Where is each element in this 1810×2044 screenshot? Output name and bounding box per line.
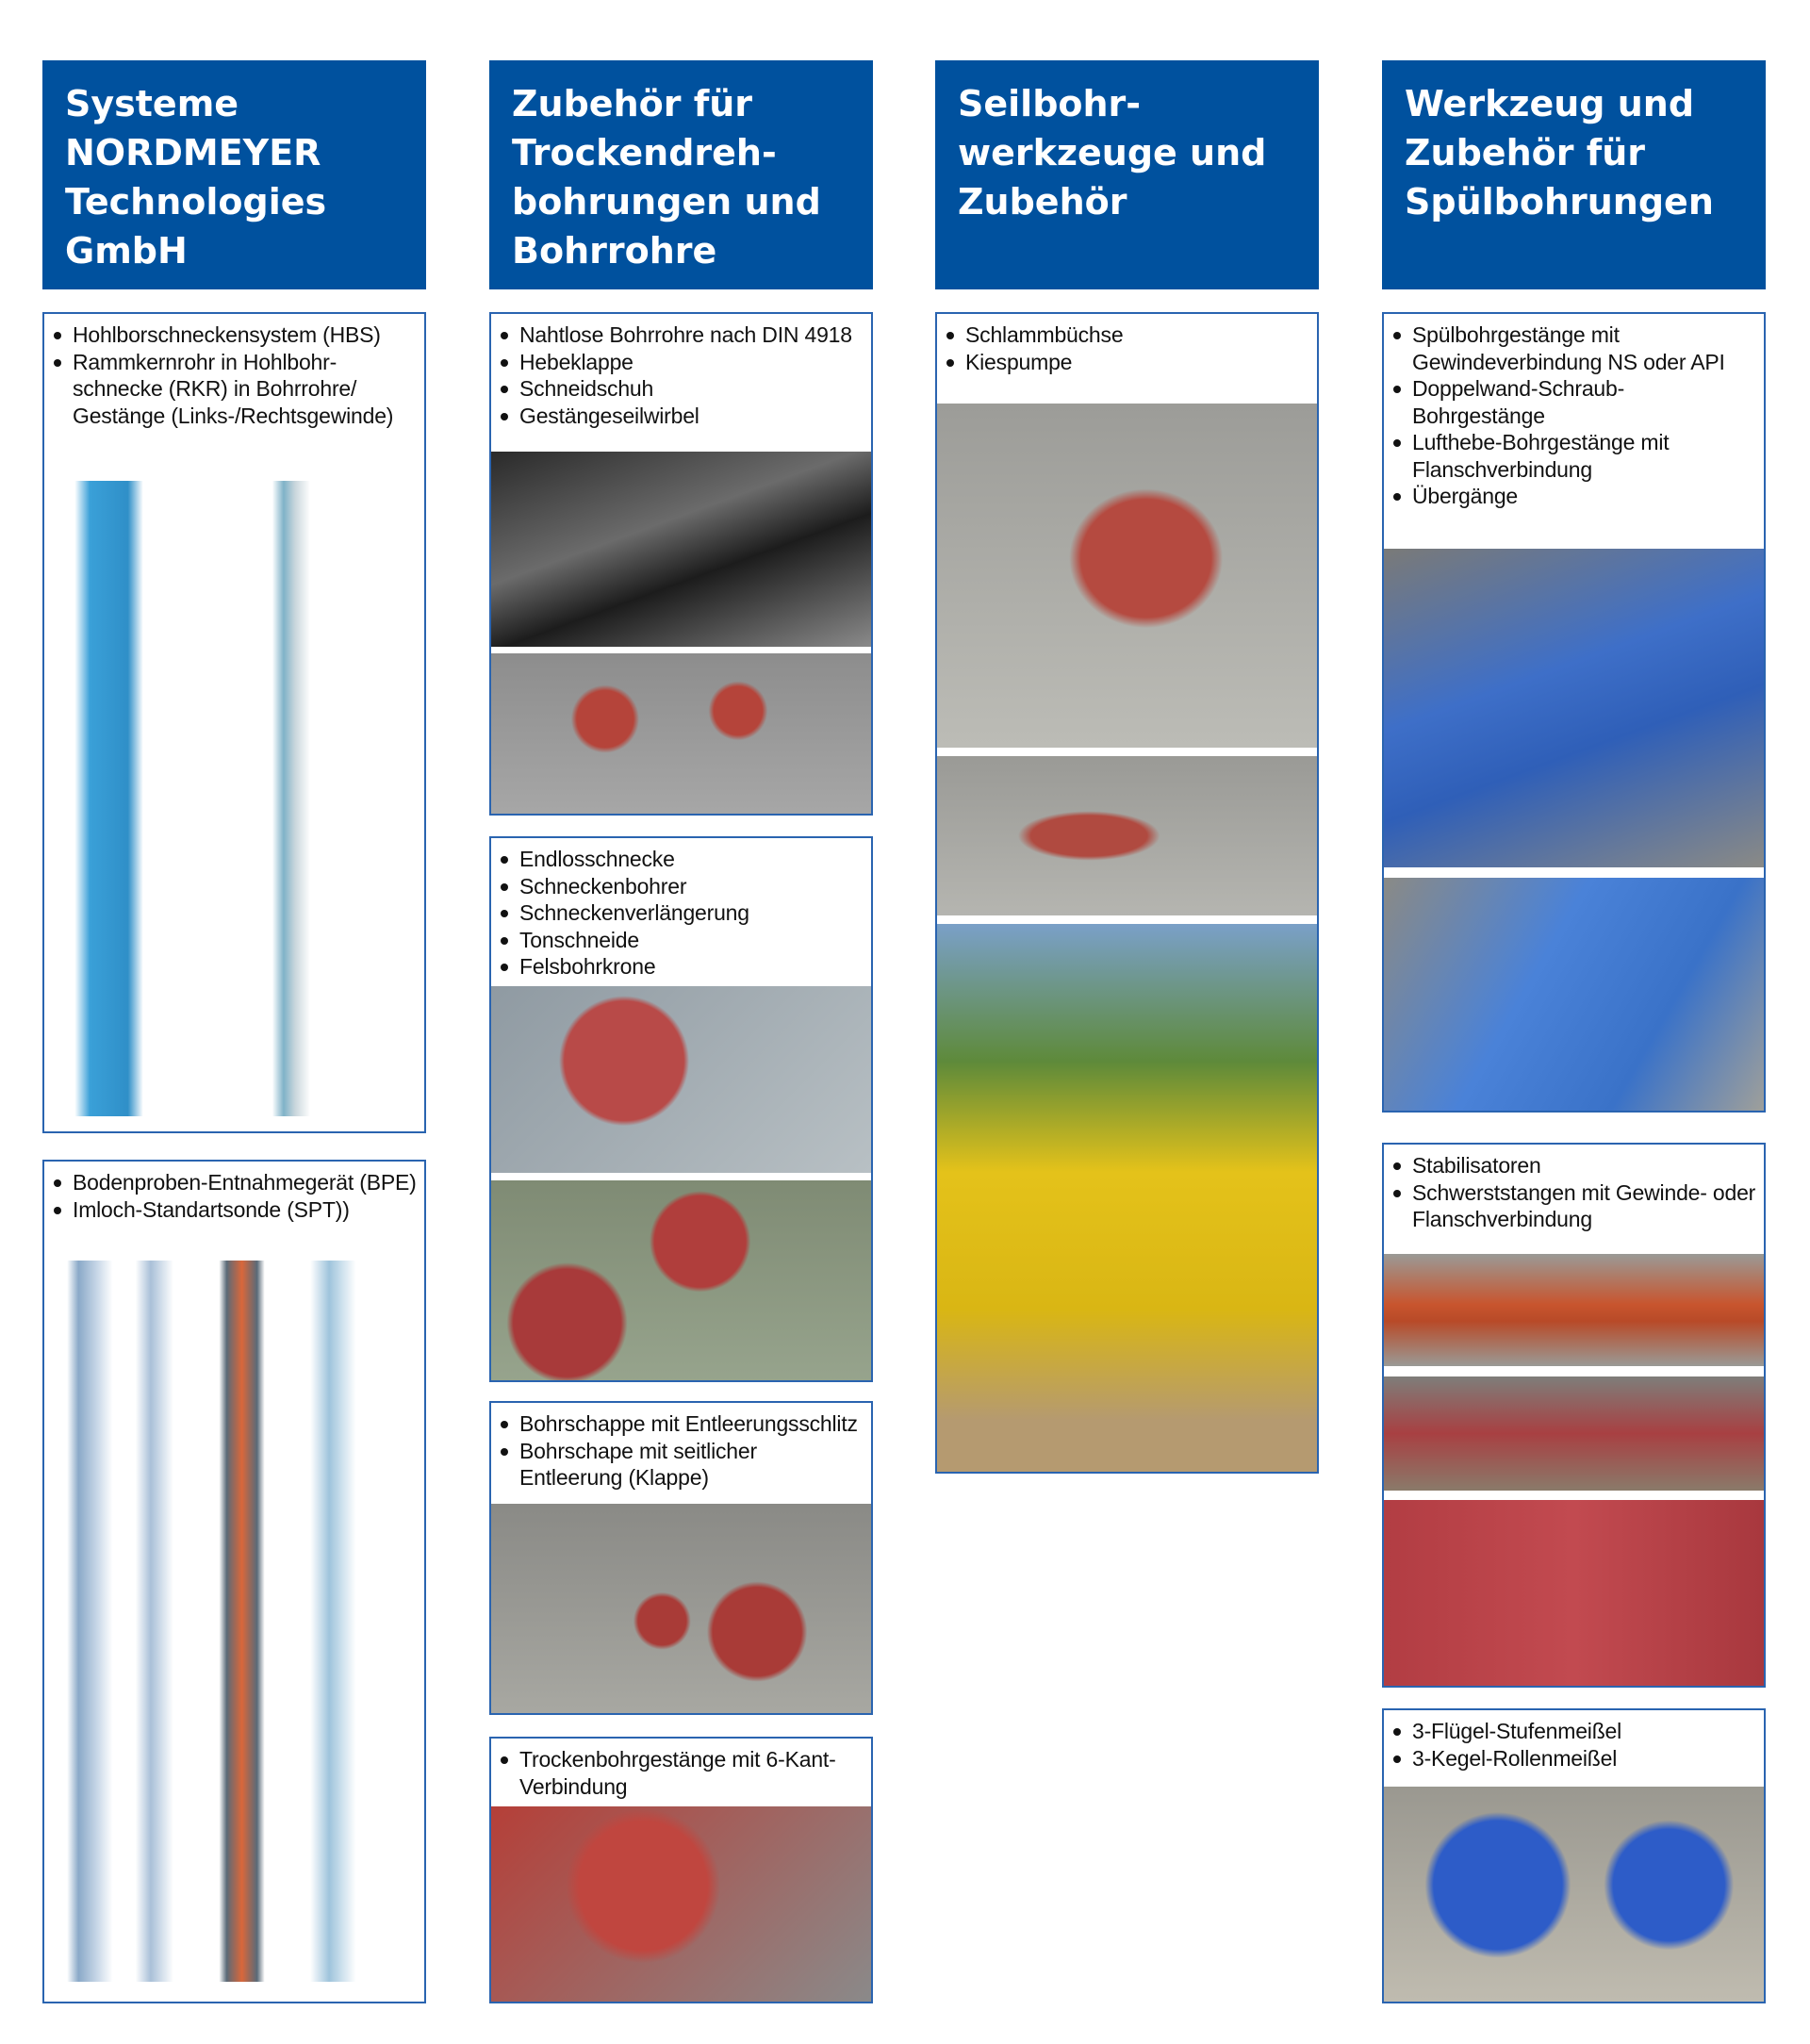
bullet-list: Bodenproben-Entnahmegerät (BPE)Imloch-St… — [44, 1162, 424, 1223]
bullet-item: Gestängeseilwirbel — [499, 403, 864, 430]
photo-schnecke — [491, 986, 871, 1173]
bullet-item: Schneckenverlängerung — [499, 899, 864, 927]
bullet-item: Felsbohrkrone — [499, 953, 864, 981]
bullet-item: Doppelwand-Schraub-Bohrgestänge — [1391, 375, 1756, 429]
diagram-bpe — [44, 1261, 424, 1982]
photo-flanschverbindung — [1384, 1500, 1764, 1686]
bullet-item: 3-Flügel-Stufenmeißel — [1391, 1718, 1756, 1745]
photo-rollenmeissel — [1384, 1787, 1764, 2002]
bullet-item: Bodenproben-Entnahmegerät (BPE) — [52, 1169, 417, 1196]
bullet-item: 3-Kegel-Rollenmeißel — [1391, 1745, 1756, 1772]
diagram-hbs — [44, 481, 424, 1116]
bullet-item: Trockenbohrgestänge mit 6-Kant-Verbindun… — [499, 1746, 864, 1800]
bullet-item: Bohrschape mit seitlicher Entleerung (Kl… — [499, 1438, 864, 1492]
bullet-item: Schlammbüchse — [945, 321, 1309, 349]
bullet-list: Spülbohrgestänge mit Gewindeverbindung N… — [1384, 314, 1764, 510]
photo-bohrrohre — [491, 452, 871, 647]
bullet-item: Kiespumpe — [945, 349, 1309, 376]
bullet-item: Schwerststangen mit Gewinde- oder Flansc… — [1391, 1179, 1756, 1233]
photo-hebeklappe — [491, 653, 871, 814]
bullet-item: Spülbohrgestänge mit Gewindeverbindung N… — [1391, 321, 1756, 375]
bullet-item: Imloch-Standartsonde (SPT)) — [52, 1196, 417, 1224]
product-box: Bodenproben-Entnahmegerät (BPE)Imloch-St… — [42, 1160, 426, 2003]
bullet-item: Schneckenbohrer — [499, 873, 864, 900]
photo-spuelbohrgestaenge — [1384, 549, 1764, 867]
photo-trockenbohrgestaenge — [491, 1806, 871, 2002]
bullet-item: Schneidschuh — [499, 375, 864, 403]
photo-bohrgeraet — [937, 924, 1317, 1472]
bullet-item: Nahtlose Bohrrohre nach DIN 4918 — [499, 321, 864, 349]
bullet-item: Hebeklappe — [499, 349, 864, 376]
bullet-item: Lufthebe-Bohrgestänge mit Flanschverbind… — [1391, 429, 1756, 483]
bullet-item: Stabilisatoren — [1391, 1152, 1756, 1179]
photo-schwerststangen — [1384, 1376, 1764, 1491]
photo-bohrschappe — [491, 1504, 871, 1713]
product-box: Hohlborschneckensystem (HBS)Rammkernrohr… — [42, 312, 426, 1133]
bullet-item: Übergänge — [1391, 483, 1756, 510]
product-box: Spülbohrgestänge mit Gewindeverbindung N… — [1382, 312, 1766, 1113]
photo-gestaengeenden — [1384, 878, 1764, 1111]
photo-kiespumpe — [937, 756, 1317, 915]
photo-stabilisatoren — [1384, 1254, 1764, 1366]
photo-schlammbuechse — [937, 404, 1317, 748]
bullet-item: Tonschneide — [499, 927, 864, 954]
bullet-item: Hohlborschneckensystem (HBS) — [52, 321, 417, 349]
bullet-list: Trockenbohrgestänge mit 6-Kant-Verbindun… — [491, 1739, 871, 1800]
bullet-item: Rammkernrohr in Hohlbohr-schnecke (RKR) … — [52, 349, 417, 430]
product-box: Trockenbohrgestänge mit 6-Kant-Verbindun… — [489, 1737, 873, 2003]
bullet-list: Hohlborschneckensystem (HBS)Rammkernrohr… — [44, 314, 424, 429]
photo-felsbohrkrone — [491, 1180, 871, 1380]
bullet-item: Bohrschappe mit Entleerungsschlitz — [499, 1410, 864, 1438]
bullet-item: Endlosschnecke — [499, 846, 864, 873]
